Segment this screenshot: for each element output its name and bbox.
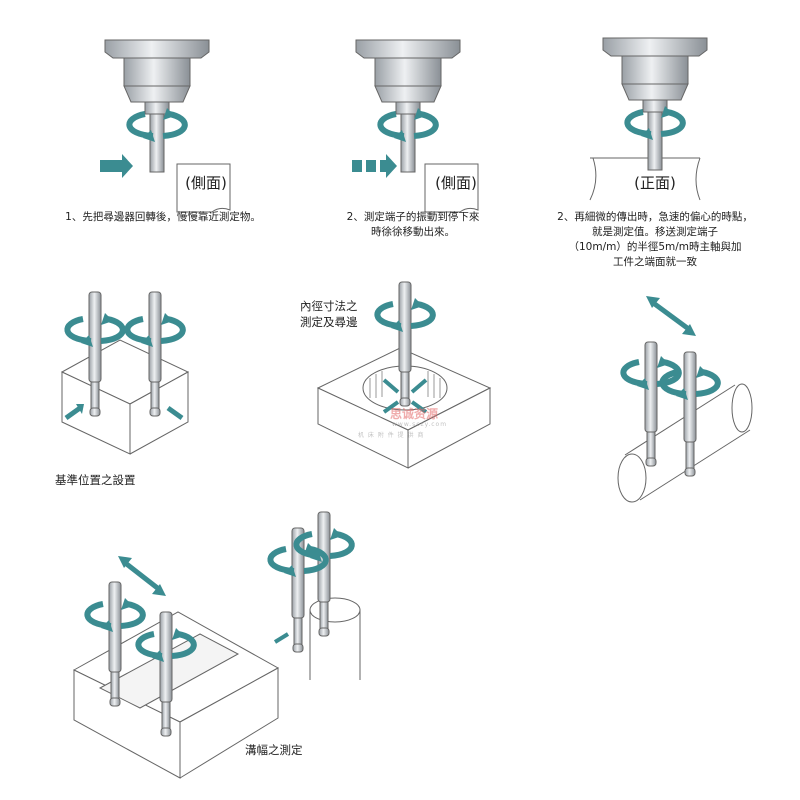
step3-caption: 2、再細微的傳出時，急速的偏心的時點， 就是測定值。移送測定端子 （10m/m）… bbox=[557, 210, 753, 270]
reference-figure bbox=[60, 291, 190, 455]
groove-label: 溝幅之測定 bbox=[245, 743, 303, 757]
label-line: 測定及尋邊 bbox=[300, 315, 358, 329]
reference-label: 基準位置之設置 bbox=[55, 473, 136, 487]
watermark-brand: 思诚资源 bbox=[390, 407, 439, 421]
groove-inner-figure bbox=[270, 511, 361, 680]
inner-diameter-figure bbox=[316, 281, 492, 469]
caption-line: 就是測定值。移送測定端子 bbox=[592, 226, 718, 238]
watermark-url: www.sczy.com bbox=[392, 421, 448, 428]
arrow-icon bbox=[100, 154, 133, 178]
inner-diameter-label: 內徑寸法之 測定及尋邊 bbox=[300, 298, 358, 330]
step1-caption: 1、先把尋邊器回轉後，慢慢靠近測定物。 bbox=[65, 210, 261, 225]
face-label: (側面) bbox=[185, 174, 227, 192]
groove-figure bbox=[72, 556, 280, 779]
face-label: (正面) bbox=[634, 174, 676, 192]
step2-figure bbox=[352, 39, 479, 213]
caption-line: 時徐徐移動出來。 bbox=[371, 226, 455, 238]
caption-line: 1、先把尋邊器回轉後，慢慢靠近測定物。 bbox=[65, 211, 261, 223]
face-label: (側面) bbox=[435, 174, 477, 192]
caption-line: 工件之端面就一致 bbox=[613, 256, 697, 268]
cylinder-figure bbox=[617, 296, 753, 503]
step3-figure bbox=[589, 37, 708, 201]
step2-caption: 2、測定端子的振動到停下來 時徐徐移動出來。 bbox=[347, 210, 480, 240]
caption-line: 2、測定端子的振動到停下來 bbox=[346, 211, 480, 223]
caption-line: （10m/m）的半徑5m/m時主軸與加 bbox=[568, 241, 742, 253]
label-line: 內徑寸法之 bbox=[300, 299, 358, 313]
caption-line: 2、再細微的傳出時，急速的偏心的時點， bbox=[557, 211, 753, 223]
watermark-sub: 机 床 附 件 提 供 商 bbox=[358, 432, 425, 439]
step1-figure bbox=[100, 39, 231, 213]
